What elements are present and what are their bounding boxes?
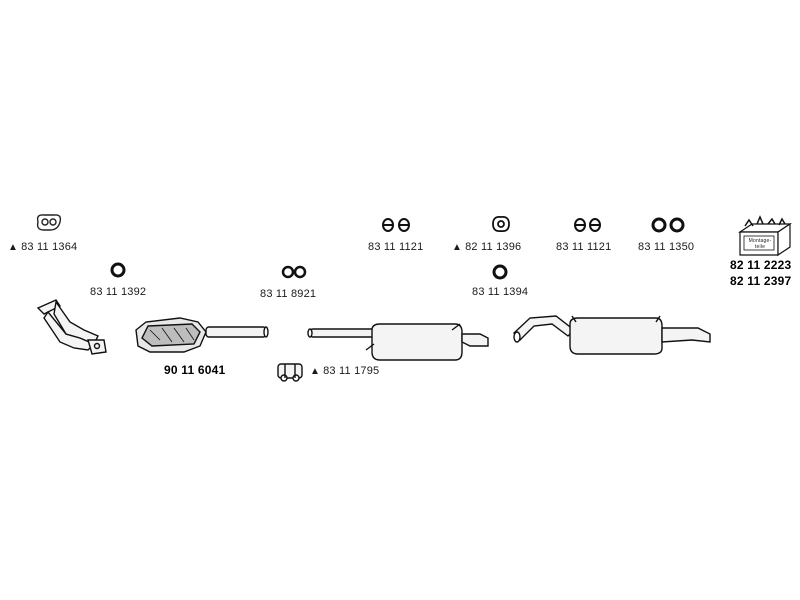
- middle-silencer-icon: [307, 323, 489, 361]
- ring-icon-2: [492, 264, 508, 280]
- clamp-rubber-label: 83 11 8921: [260, 288, 317, 300]
- catalyst-label: 90 11 6041: [164, 363, 226, 377]
- rubber-rings-label: 83 11 1350: [638, 241, 695, 253]
- hanger-pair-icon: [382, 218, 410, 232]
- pipe-clamp-icon: [277, 363, 303, 382]
- mounting-kit-label-1: 82 11 2223: [730, 258, 792, 272]
- ring-small-2-label: 83 11 1394: [472, 286, 529, 298]
- clamp-2-label: ▲83 11 1795: [310, 365, 380, 377]
- rear-silencer-icon: [513, 315, 711, 355]
- mount-flange-label: ▲82 11 1396: [452, 241, 522, 253]
- rubber-rings-icon: [651, 217, 685, 233]
- ring-small-label: 83 11 1392: [90, 286, 147, 298]
- mounting-kit-box-icon: [738, 215, 792, 257]
- hangers-b-label: 83 11 1121: [556, 241, 612, 253]
- ring-icon: [110, 262, 126, 278]
- gasket-flange-label: ▲83 11 1364: [8, 241, 78, 253]
- front-pipe-icon: [36, 299, 107, 355]
- hanger-pair-icon-2: [574, 218, 601, 232]
- gasket-flange-icon: [36, 214, 62, 231]
- mounting-kit-label-2: 82 11 2397: [730, 274, 792, 288]
- rubber-hanger-icon: [281, 265, 307, 279]
- catalytic-converter-icon: [135, 317, 269, 353]
- hangers-a-label: 83 11 1121: [368, 241, 424, 253]
- mounting-kit-box-text: Montage-teile: [748, 238, 772, 250]
- mount-flange-icon: [492, 215, 510, 233]
